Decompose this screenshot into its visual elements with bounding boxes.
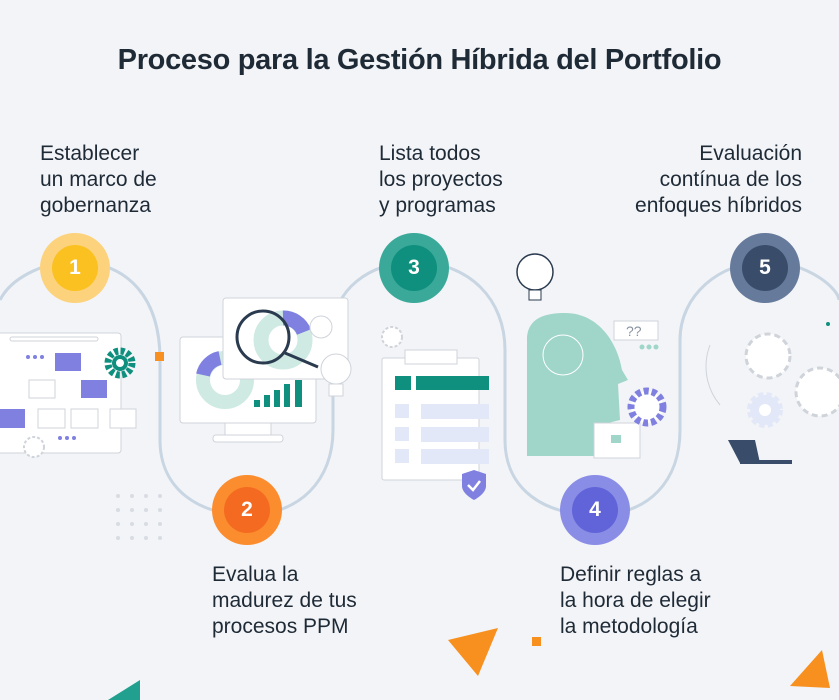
step-3-label: Lista todos los proyectos y programas [379,142,503,217]
teal-triangle [108,680,140,700]
gear-icon [627,387,667,427]
step-1-badge: 1 [40,233,110,303]
lightbulb-icon [320,353,352,385]
step-2-label: Evalua la madurez de tus procesos PPM [212,563,357,638]
step-5-label: Evaluación contínua de los enfoques híbr… [635,142,802,217]
checklist-illustration [381,326,489,500]
step-1-label: Establecer un marco de gobernanza [40,142,157,217]
step-4-badge: 4 [560,475,630,545]
question-marks: ?? [626,323,642,339]
step-2-badge: 2 [212,475,282,545]
step-3-number: 3 [391,245,437,291]
shield-check-icon [462,470,486,500]
orange-triangle [790,650,830,688]
org-chart-illustration [0,332,164,458]
step-1-number: 1 [52,245,98,291]
step-2-number: 2 [224,487,270,533]
step-3-badge: 3 [379,233,449,303]
orange-square [532,637,541,646]
page-title: Proceso para la Gestión Híbrida del Port… [117,44,722,76]
gear-icon [744,332,792,380]
dot-grid [116,494,162,540]
gear-icon [381,326,403,348]
step-5-number: 5 [742,245,788,291]
magnifier-icon [235,309,291,365]
analytics-illustration [179,297,352,443]
orange-square [155,352,164,361]
gear-icon [104,347,136,379]
gears-illustration [705,322,839,464]
step-4-number: 4 [572,487,618,533]
step-4-label: Definir reglas a la hora de elegir la me… [560,563,711,638]
gear-icon [794,366,839,418]
orange-triangle [448,628,498,676]
lightbulb-icon [516,253,554,291]
head-maze-illustration: ?? [516,253,667,459]
step-5-badge: 5 [730,233,800,303]
gear-icon [23,436,45,458]
